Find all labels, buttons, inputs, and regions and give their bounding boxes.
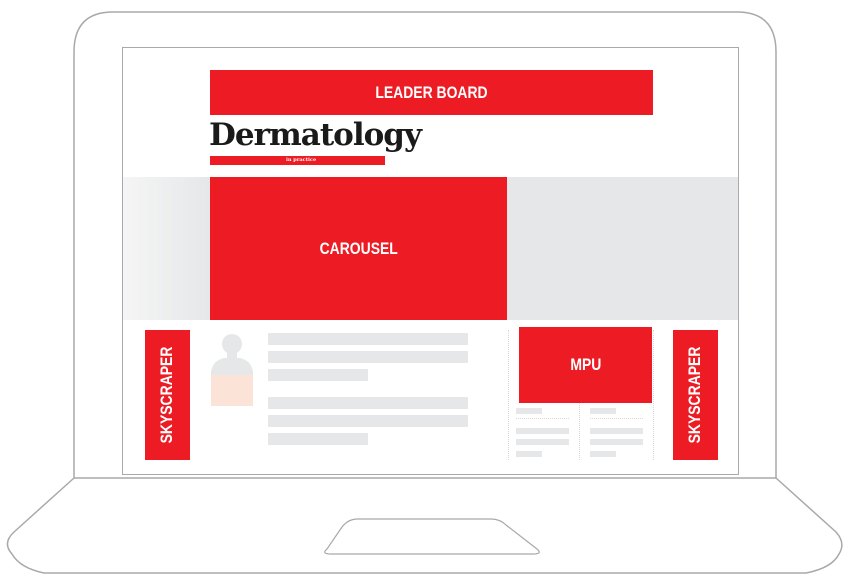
skyscraper-ad-right: SKYSCRAPER [673,330,718,460]
sidebar-divider-left [508,330,509,460]
skyscraper-ad-left: SKYSCRAPER [145,330,190,460]
sidebar-line-b1 [590,408,616,414]
leaderboard-label: LEADER BOARD [375,82,488,102]
avatar-placeholder-icon [211,334,253,406]
carousel-band-fade [123,177,210,320]
sidebar-line-a4 [516,451,542,457]
screen-border [122,47,739,475]
logo-bar [210,156,385,165]
avatar-background [211,370,253,406]
carousel-label: CAROUSEL [319,238,398,258]
sidebar-line-a2 [516,428,569,434]
sidebar-line-a3 [516,439,569,445]
sidebar-divider-right [653,330,654,460]
article-line-3 [268,369,368,381]
logo-subtitle: in practice [286,157,317,163]
skyscraper-left-label: SKYSCRAPER [157,346,177,444]
sidebar-line-b2 [590,428,643,434]
sidebar-dotted-row-2 [590,418,643,419]
sidebar-dotted-row-1 [516,418,569,419]
logo-title: Dermatology [209,117,422,153]
mpu-label: MPU [570,355,601,374]
website-screen: LEADER BOARD Dermatology in practice CAR… [123,48,738,474]
leaderboard-ad: LEADER BOARD [210,70,653,115]
article-line-5 [268,415,468,427]
sidebar-line-b3 [590,439,643,445]
carousel-ad: CAROUSEL [210,177,507,320]
article-line-6 [268,433,368,445]
avatar-head [222,334,242,354]
article-line-2 [268,351,468,363]
mpu-ad: MPU [519,327,652,403]
article-line-1 [268,333,468,345]
avatar-shoulders [211,358,253,375]
sidebar-line-a1 [516,408,542,414]
laptop-base [6,477,843,574]
article-line-4 [268,397,468,409]
sidebar-line-b4 [590,451,616,457]
trackpad [324,518,540,555]
skyscraper-right-label: SKYSCRAPER [685,346,705,444]
avatar-neck [227,352,237,358]
